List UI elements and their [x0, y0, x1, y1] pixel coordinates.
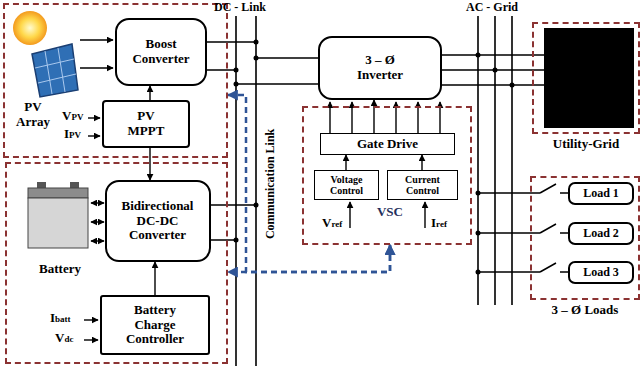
utility-grid-image [544, 28, 634, 128]
signal-arrow [345, 155, 346, 170]
box-label: Boost Converter [124, 37, 198, 67]
block-box: 3 – Ø Inverter [318, 36, 442, 100]
box-label: Load 2 [583, 227, 619, 241]
box-label: Load 3 [583, 266, 619, 280]
box-label: Bidirectional DC-DC Converter [111, 199, 205, 244]
block-box: Load 3 [568, 261, 634, 284]
region-label: VSC [368, 205, 412, 220]
box-label: Battery Charge Controller [115, 303, 195, 348]
signal-arrow [149, 148, 150, 180]
box-label: Voltage Control [320, 174, 374, 197]
box-label: Load 1 [583, 187, 619, 201]
box-label: PV MPPT [122, 109, 170, 139]
communication-link [228, 245, 390, 272]
junction-dots [234, 40, 515, 275]
region-label: Utility-Grid [534, 137, 638, 152]
block-box: Load 1 [568, 182, 634, 205]
signal-name: Vdc [55, 331, 73, 346]
block-box: PV MPPT [102, 100, 190, 148]
power-wires [207, 42, 568, 272]
group-region: 3 – Ø LoadsLoad 1Load 2Load 3 [530, 176, 640, 300]
signal-arrow [421, 155, 422, 170]
signal-name: VPV [62, 109, 83, 124]
bus-label: DC - Link [214, 1, 266, 15]
region-label: PV Array [8, 100, 58, 130]
group-region: Utility-Grid [532, 22, 640, 134]
block-box: Current Control [387, 170, 458, 200]
signal-name: Vref [322, 216, 342, 231]
region-label: 3 – Ø Loads [532, 303, 638, 318]
box-label: Current Control [393, 174, 453, 197]
battery-picture [28, 182, 88, 248]
link-label: Communication Link [264, 114, 278, 254]
group-region: Battery Bidirectional DC-DC ConverterBatt… [5, 162, 228, 364]
pv-array-picture [13, 11, 78, 97]
block-box: Boost Converter [115, 18, 207, 86]
block-box: Load 2 [568, 222, 634, 245]
box-label: 3 – Ø Inverter [349, 53, 411, 83]
block-box: Battery Charge Controller [100, 295, 210, 355]
block-box: Voltage Control [314, 170, 379, 200]
group-region: PV Array Boost Converter PV MPPT [3, 3, 228, 158]
box-label: Gate Drive [357, 137, 418, 152]
region-label: Battery [26, 262, 94, 277]
signal-arrow [149, 86, 150, 100]
communication-link [228, 95, 390, 272]
signal-arrow [154, 262, 155, 295]
signal-name: IPV [64, 127, 81, 142]
block-box: Gate Drive [320, 133, 455, 155]
signal-arrow [373, 100, 374, 133]
ac-bus [478, 16, 512, 305]
signal-name: Ibatt [50, 311, 71, 326]
signal-name: Iref [431, 216, 447, 231]
block-box: Bidirectional DC-DC Converter [105, 180, 211, 262]
bus-label: AC - Grid [466, 1, 518, 15]
